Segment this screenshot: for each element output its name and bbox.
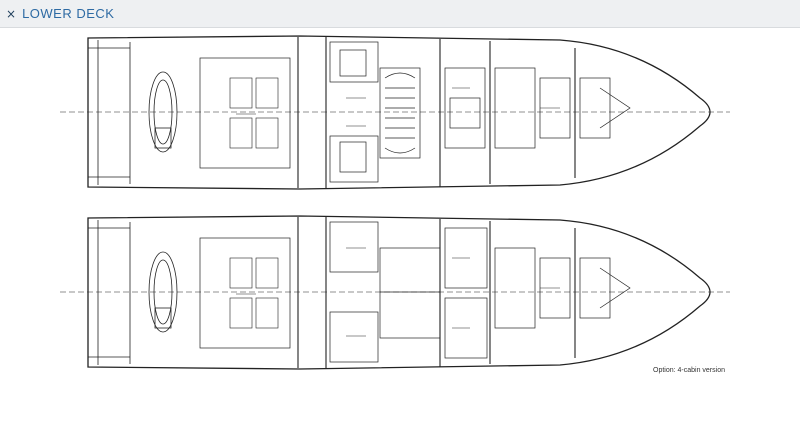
hull-outline: [87, 215, 711, 370]
plan-bottom: [60, 215, 730, 370]
panel-title: LOWER DECK: [22, 6, 115, 21]
plan-top: [60, 35, 730, 190]
deck-plans-drawing: [60, 35, 730, 370]
panel-header: × LOWER DECK: [0, 0, 800, 28]
close-icon[interactable]: ×: [6, 6, 17, 21]
hull-outline: [87, 35, 711, 190]
plan-caption: Option: 4-cabin version: [653, 367, 725, 374]
